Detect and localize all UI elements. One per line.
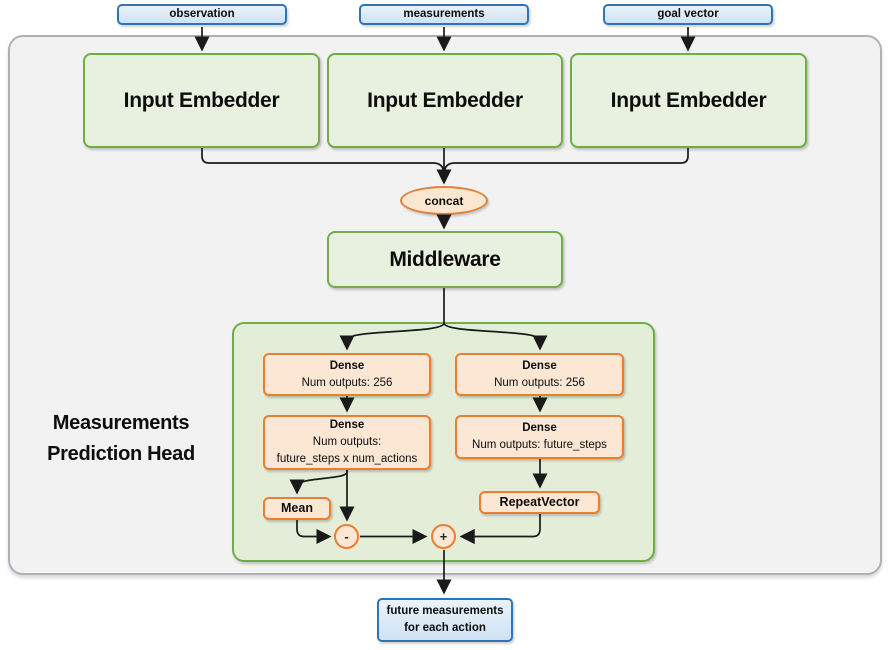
input-node-observation-label: observation [169,7,235,20]
input-node-goal-vector-label: goal vector [657,7,719,20]
dense-node-right-2-title: Dense [522,422,557,435]
dense-node-right-2-subtitle: Num outputs: future_steps [472,439,607,451]
dense-node-left-1: Dense Num outputs: 256 [263,353,431,396]
output-node: future measurements for each action [377,598,513,642]
prediction-head-title-line2: Prediction Head [47,443,195,465]
dense-node-right-1-title: Dense [522,359,557,372]
plus-op-node: + [431,524,456,549]
input-node-measurements-label: measurements [403,7,485,20]
prediction-head-title-line1: Measurements [52,412,190,434]
minus-op-label: - [344,529,349,544]
repeat-vector-node: RepeatVector [479,491,600,514]
embedder-node-3-label: Input Embedder [610,88,767,112]
embedder-node-2: Input Embedder [327,53,563,148]
dense-node-right-1-subtitle: Num outputs: 256 [494,376,585,389]
dense-node-left-2-subtitle2: future_steps x num_actions [276,452,418,465]
dense-node-right-1: Dense Num outputs: 256 [455,353,624,396]
mean-node-label: Mean [281,501,313,516]
dense-node-left-1-subtitle: Num outputs: 256 [301,376,393,389]
middleware-node-label: Middleware [389,247,501,271]
embedder-node-2-label: Input Embedder [367,88,523,112]
mean-node: Mean [263,497,331,520]
embedder-node-1-label: Input Embedder [123,88,280,112]
middleware-node: Middleware [327,231,563,288]
dense-node-left-2-title: Dense [329,419,365,432]
plus-op-label: + [439,529,448,544]
output-node-line2: for each action [404,622,486,634]
input-node-observation: observation [117,4,287,25]
prediction-head-title: Measurements Prediction Head [21,408,221,470]
input-node-measurements: measurements [359,4,529,25]
input-node-goal-vector: goal vector [603,4,773,25]
output-node-line1: future measurements [386,604,504,617]
repeat-vector-node-label: RepeatVector [499,495,580,510]
minus-op-node: - [334,524,359,549]
concat-node-label: concat [424,193,464,208]
dense-node-left-2-subtitle: Num outputs: [312,436,382,449]
embedder-node-1: Input Embedder [83,53,320,148]
dense-node-right-2: Dense Num outputs: future_steps [455,415,624,459]
embedder-node-3: Input Embedder [570,53,807,148]
dense-node-left-2: Dense Num outputs: future_steps x num_ac… [263,415,431,470]
dense-node-left-1-title: Dense [329,359,365,372]
concat-node: concat [400,186,488,215]
